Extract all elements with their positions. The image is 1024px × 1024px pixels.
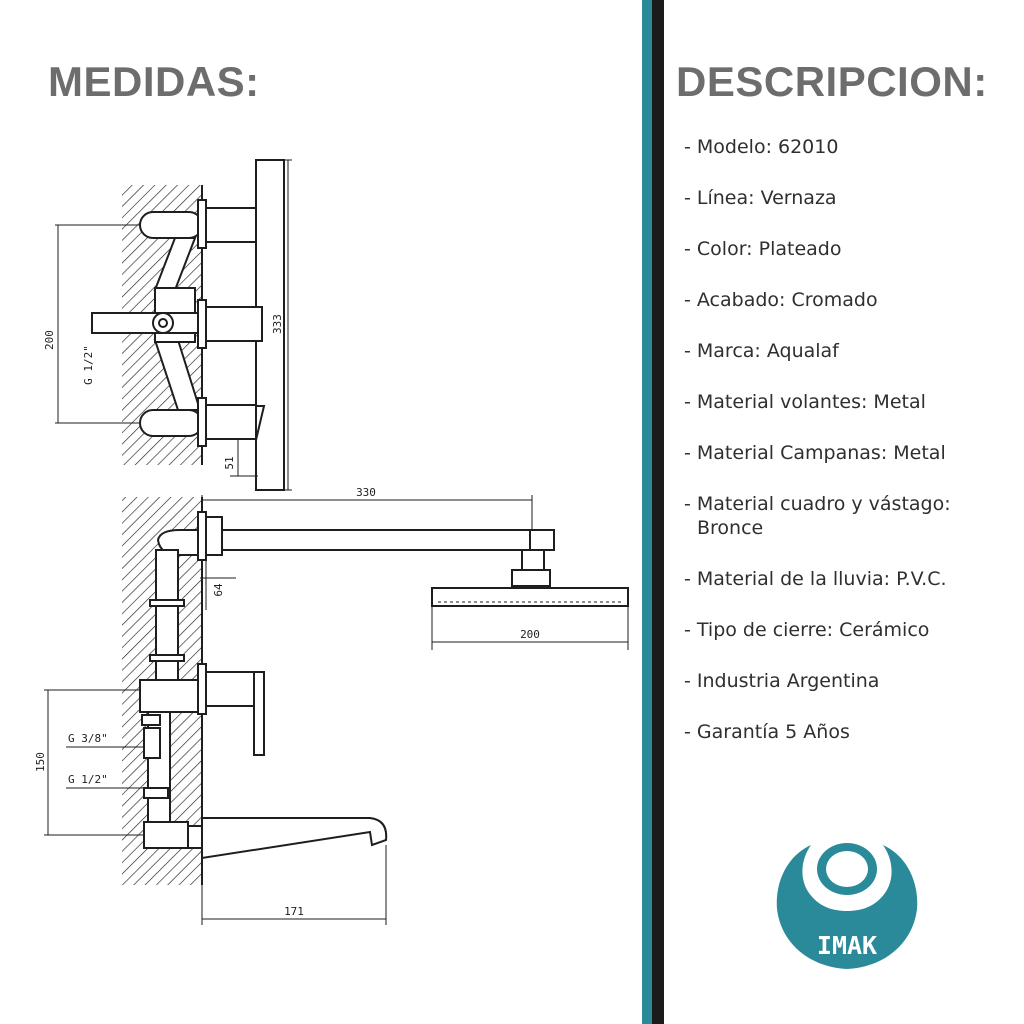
- g38-label: G 3/8": [68, 732, 108, 745]
- divider-teal-bar: [642, 0, 652, 1024]
- spec-line: - Línea: Vernaza: [684, 187, 837, 209]
- technical-drawing: 200 333 G 1/2" 51 330 64 200 150 G 3/8" …: [34, 159, 629, 925]
- spec-handle-material: - Material volantes: Metal: [684, 391, 926, 413]
- imak-logo-text: IMAK: [817, 931, 877, 960]
- spec-color: - Color: Plateado: [684, 238, 842, 260]
- tub-spout: [201, 817, 388, 860]
- dim-64-label: 64: [212, 583, 225, 597]
- dim-333-label: 333: [271, 314, 284, 334]
- spec-list: - Modelo: 62010 - Línea: Vernaza - Color…: [684, 135, 984, 771]
- dim-200-shower-label: 200: [520, 628, 540, 641]
- dim-51-label: 51: [223, 456, 236, 469]
- shower-arm: [197, 511, 555, 587]
- shower-head: [431, 587, 629, 607]
- spec-body-material: - Material cuadro y vástago: Bronce: [684, 493, 951, 539]
- bottom-pipes: [139, 529, 206, 849]
- bottom-handle: [197, 663, 265, 756]
- dim-150-label: 150: [34, 752, 47, 772]
- top-handles: [197, 159, 285, 491]
- dim-200-label: 200: [43, 330, 56, 350]
- spec-shower-material: - Material de la lluvia: P.V.C.: [684, 568, 947, 590]
- measures-title: MEDIDAS:: [48, 58, 260, 105]
- top-dimension-lines: [55, 159, 292, 491]
- imak-logo: IMAK: [776, 843, 918, 969]
- spec-brand: - Marca: Aqualaf: [684, 340, 839, 362]
- spec-warranty: - Garantía 5 Años: [684, 721, 850, 743]
- spec-finish: - Acabado: Cromado: [684, 289, 878, 311]
- g12-top-label: G 1/2": [82, 345, 95, 385]
- spec-bell-material: - Material Campanas: Metal: [684, 442, 946, 464]
- g12-bottom-label: G 1/2": [68, 773, 108, 786]
- imak-logo-mark: [776, 843, 918, 969]
- dim-171-label: 171: [284, 905, 304, 918]
- description-title: DESCRIPCION:: [676, 58, 988, 105]
- spec-closure-type: - Tipo de cierre: Cerámico: [684, 619, 930, 641]
- divider-dark-bar: [652, 0, 664, 1024]
- dim-330-label: 330: [356, 486, 376, 499]
- bottom-dimension-lines: [44, 495, 629, 925]
- spec-model: - Modelo: 62010: [684, 136, 839, 158]
- spec-origin: - Industria Argentina: [684, 670, 880, 692]
